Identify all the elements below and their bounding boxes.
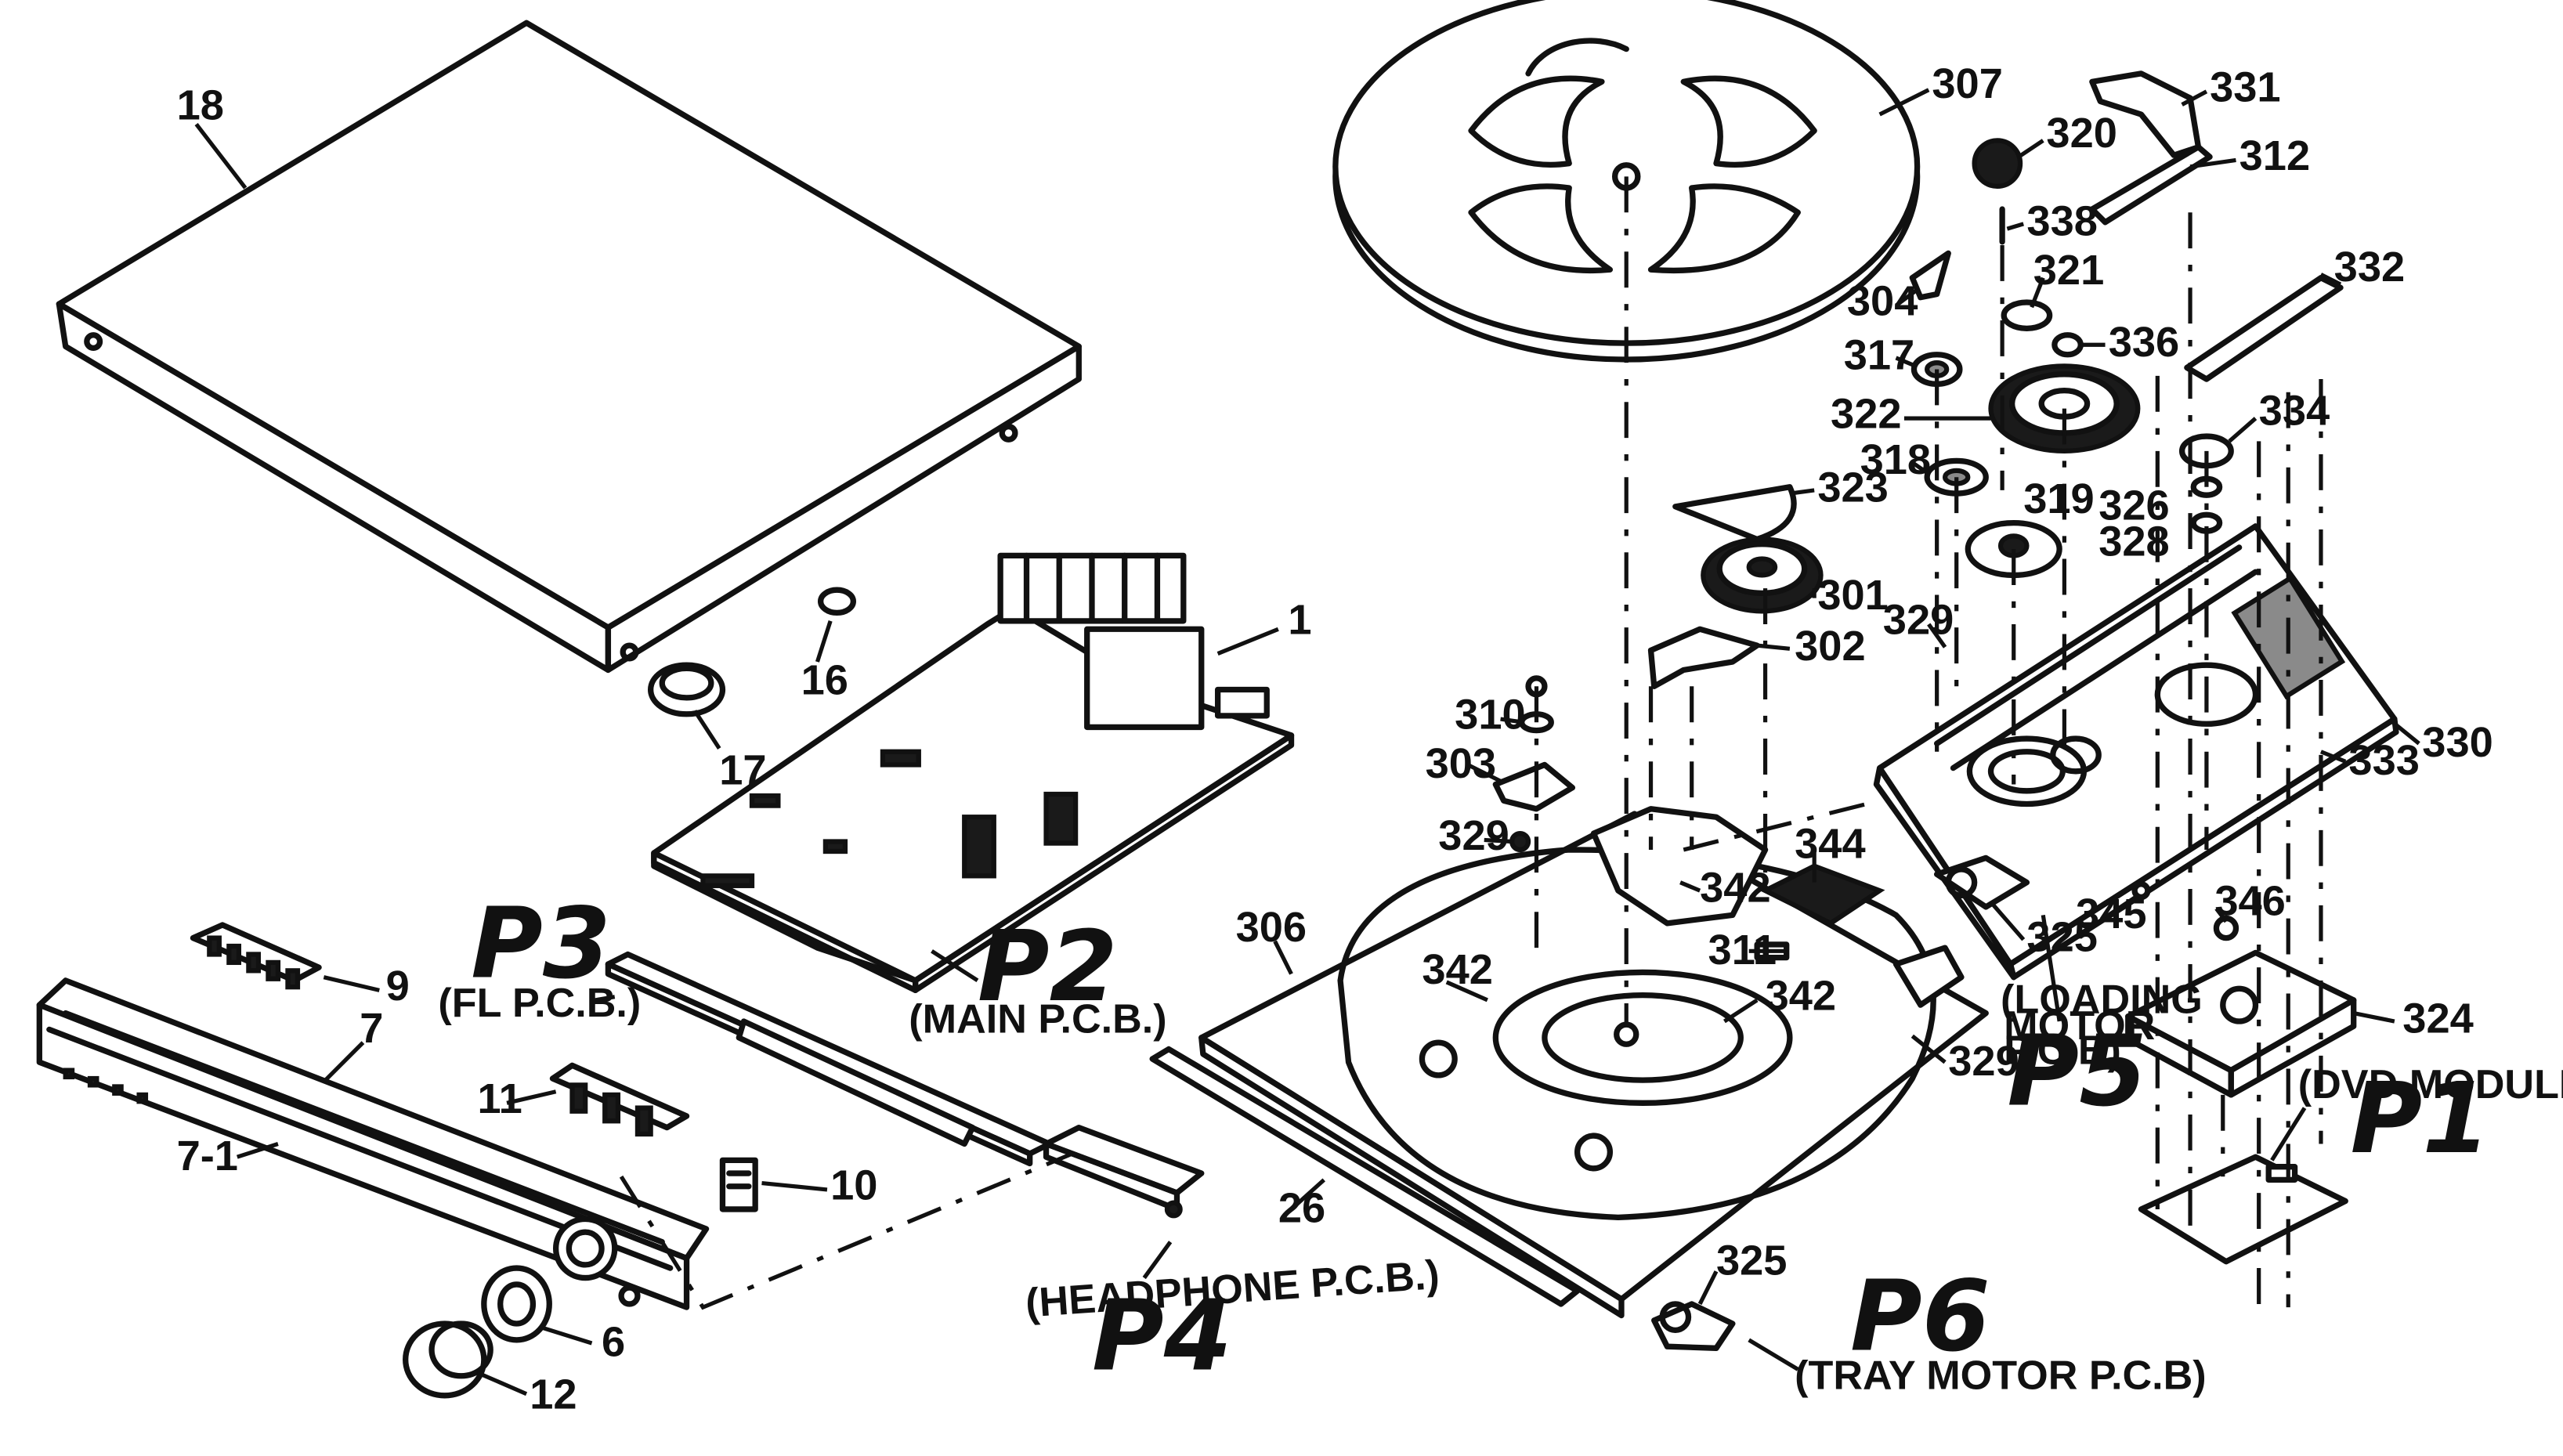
- part-number: 26: [1278, 1185, 1325, 1232]
- cam-323-part: [1672, 484, 1797, 543]
- part-number: 334: [2259, 387, 2330, 434]
- part-number: 325: [1716, 1237, 1788, 1284]
- part-number: 323: [1817, 464, 1889, 511]
- slider-312-part: [2089, 144, 2213, 226]
- dvd-module-pcb-label: (DVD MODULE P.C.B.): [2298, 1062, 2563, 1107]
- gear-320-part: [1972, 138, 2023, 189]
- part-number: 317: [1844, 332, 1915, 379]
- part-number: 321: [2033, 247, 2105, 294]
- headphone-pcb-part: [1043, 1124, 1205, 1219]
- switch-board-11-part: [549, 1062, 690, 1137]
- pcb-code-p1: P1: [2351, 1061, 2491, 1176]
- tray-motor-pcb-label: (TRAY MOTOR P.C.B): [1795, 1353, 2207, 1398]
- part-number: 345: [2076, 891, 2147, 938]
- knob-17-part: [647, 662, 726, 717]
- part-number: 307: [1932, 60, 2003, 107]
- part-number: 310: [1455, 692, 1526, 739]
- pcb-code-p5: P5: [2007, 1013, 2147, 1128]
- part-number: 7-1: [177, 1133, 238, 1180]
- part-number: 301: [1817, 572, 1889, 619]
- pulley-301-part: [1701, 537, 1824, 614]
- pcb-code-p2: P2: [978, 909, 1118, 1024]
- gear-322-part: [1988, 363, 2141, 453]
- part-number: 325: [2026, 913, 2098, 960]
- part-number: 324: [2402, 995, 2474, 1042]
- dvd-module-pcb-part: [2138, 1154, 2348, 1265]
- part-number: 331: [2210, 63, 2281, 110]
- bracket-303-part: [1492, 761, 1576, 812]
- part-number: 303: [1426, 740, 1496, 787]
- pcb-code-p6: P6: [1850, 1259, 1990, 1373]
- main-pcb-label: (MAIN P.C.B.): [909, 997, 1166, 1042]
- part-number: 330: [2422, 719, 2493, 766]
- screw-329-left-part: [1509, 830, 1531, 853]
- part-number: 326: [2098, 482, 2170, 529]
- knob-6-part: [481, 1265, 552, 1343]
- part-number: 328: [2098, 518, 2170, 565]
- part-number: 342: [1766, 972, 1837, 1019]
- button-strip-9-part: [190, 922, 322, 990]
- part-number: 329: [1883, 597, 1954, 644]
- gear-321-part: [2001, 299, 2053, 332]
- headphone-pcb-label: (HEADPHONE P.C.B.): [1024, 1252, 1441, 1327]
- part-number: 318: [1860, 436, 1932, 483]
- loading-motor-label-line1: (LOADING: [2001, 977, 2203, 1023]
- part-number: 333: [2348, 737, 2420, 784]
- part-number: 342: [1422, 946, 1493, 993]
- part-number: 342: [1700, 865, 1771, 912]
- part-number: 319: [2023, 475, 2095, 522]
- pcb-code-p3: P3: [471, 887, 611, 1001]
- part-number: 7: [360, 1005, 383, 1052]
- loading-motor-label-line3: P.C.B): [2004, 1028, 2121, 1073]
- fl-pcb-part: [605, 951, 1053, 1167]
- tray-base-306-part: [1198, 811, 1989, 1319]
- screw-329-right-part: [1892, 945, 1965, 1008]
- front-panel-part: [36, 977, 710, 1310]
- main-pcb-part: [651, 552, 1295, 994]
- part-number: 329: [1948, 1038, 2019, 1085]
- part-number: 332: [2334, 244, 2406, 291]
- tray-motor-part: [1651, 1301, 1736, 1351]
- part-number: 17: [719, 746, 766, 793]
- part-number: 1: [1288, 597, 1311, 644]
- arm-332-part: [2184, 275, 2344, 382]
- part-number: 10: [830, 1162, 877, 1209]
- knob-12-part: [403, 1321, 493, 1399]
- arm-302-part: [1647, 626, 1760, 689]
- clip-336-part: [2051, 332, 2084, 358]
- part-number: 16: [801, 657, 848, 704]
- holder-342-part: [1590, 806, 1769, 927]
- part-number: 311: [1708, 927, 1777, 974]
- part-number: 322: [1831, 391, 1902, 438]
- part-number: 12: [530, 1371, 577, 1418]
- dvd-module-part: [2125, 949, 2357, 1098]
- part-number: 320: [2046, 110, 2117, 157]
- part-number: 306: [1236, 904, 1307, 951]
- part-number: 312: [2239, 132, 2310, 179]
- part-number: 302: [1795, 623, 1866, 670]
- part-number: 329: [1438, 812, 1509, 859]
- screw-345-part: [2131, 881, 2151, 901]
- part-number: 346: [2214, 877, 2286, 924]
- loading-motor-label-line2: MOTOR: [2004, 1003, 2155, 1049]
- pcb-code-p4: P4: [1092, 1278, 1232, 1393]
- part-number: 336: [2109, 319, 2179, 366]
- side-rail-26-part: [1149, 1046, 1581, 1307]
- part-number: 344: [1795, 820, 1866, 867]
- part-number: 6: [602, 1319, 625, 1366]
- part-number: 11: [477, 1075, 522, 1122]
- bracket-10-part: [719, 1157, 758, 1212]
- chassis-330-part: [1873, 523, 2399, 981]
- top-cover-part: [56, 20, 1082, 674]
- part-number: 338: [2026, 197, 2098, 244]
- loading-motor-part: [1934, 854, 2030, 910]
- part-number: 9: [386, 963, 410, 1010]
- part-number: 304: [1847, 278, 1918, 325]
- part-number: 18: [177, 81, 224, 128]
- foot-16-part: [817, 587, 857, 616]
- fl-pcb-label: (FL P.C.B.): [438, 981, 641, 1026]
- cam-304-part: [1909, 250, 1951, 301]
- plate-344-part: [1759, 863, 1885, 927]
